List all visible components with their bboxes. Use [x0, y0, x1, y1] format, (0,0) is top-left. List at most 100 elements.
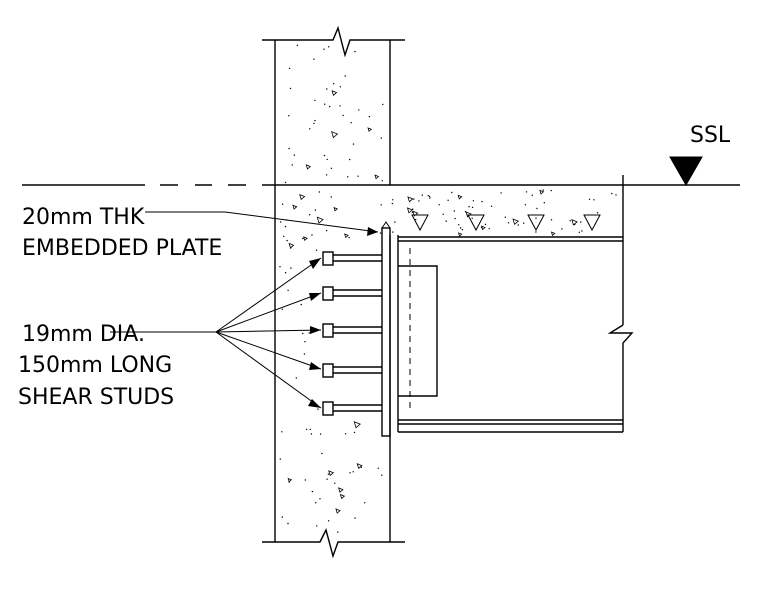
hatch-dot: [324, 103, 326, 105]
level-label: SSL: [690, 123, 731, 148]
hatch-dot: [280, 221, 282, 223]
hatch-dot: [326, 478, 328, 480]
hatch-dot: [288, 115, 290, 117]
hatch-dot: [472, 200, 475, 202]
hatch-dot: [550, 189, 552, 192]
hatch-dot: [596, 212, 599, 214]
aggregate-mark: [333, 206, 338, 212]
level-marker-icon: [669, 156, 703, 187]
hatch-dot: [421, 194, 423, 196]
hatch-dot: [316, 525, 318, 527]
aggregate-mark: [335, 508, 341, 514]
leader-embedded-plate: [145, 211, 379, 236]
hatch-dot: [561, 228, 563, 230]
hatch-dot: [593, 199, 595, 201]
hatch-dot: [309, 428, 311, 431]
hatch-dot: [447, 199, 449, 201]
hatch-dot: [334, 482, 336, 484]
hatch-dot: [353, 431, 356, 434]
hatch-dot: [327, 46, 330, 48]
hatch-dot: [578, 231, 580, 233]
hatch-dot: [535, 231, 537, 233]
leader-shear-studs: [110, 257, 322, 409]
hatch-dot: [468, 206, 470, 208]
hatch-dot: [329, 105, 331, 108]
hatch-dot: [309, 128, 311, 130]
hatch-dot: [358, 109, 360, 111]
hatch-dot: [350, 122, 352, 124]
hatch-dot: [319, 498, 321, 500]
hatch-dot: [304, 341, 306, 343]
aggregate-mark: [303, 236, 308, 241]
slab-aggregate: [411, 214, 601, 232]
hatch-dot: [349, 472, 351, 474]
hatch-dot: [536, 207, 538, 210]
aggregate-mark: [457, 194, 463, 200]
hatch-dot: [504, 216, 506, 218]
shear-studs-label-line1: 19mm DIA.: [22, 322, 145, 347]
aggregate-mark: [353, 421, 361, 429]
hatch-dot: [288, 481, 290, 483]
hatch-dot: [337, 531, 339, 533]
hatch-dot: [281, 516, 283, 518]
hatch-dot: [302, 237, 304, 240]
hatch-dot: [543, 202, 545, 204]
hatch-dot: [458, 224, 460, 226]
hatch-dot: [481, 200, 483, 203]
shear-stud: [322, 251, 382, 266]
hatch-dot: [380, 204, 382, 206]
hatch-dot: [284, 181, 287, 184]
hatch-dot: [325, 229, 328, 232]
hatch-dot: [569, 220, 571, 222]
hatch-dot: [323, 48, 325, 50]
hatch-dot: [308, 332, 310, 334]
hatch-dot: [357, 175, 359, 177]
aggregate-mark: [356, 463, 363, 470]
hatch-dot: [354, 50, 356, 53]
hatch-dot: [339, 86, 341, 88]
aggregate-mark: [550, 231, 556, 237]
hatch-dot: [581, 230, 583, 232]
hatch-dot: [507, 222, 510, 224]
hatch-dot: [284, 272, 287, 274]
hatch-dot: [347, 176, 349, 178]
hatch-dot: [296, 44, 299, 47]
hatch-dot: [313, 122, 315, 125]
aggregate-mark: [331, 90, 338, 96]
hatch-dot: [523, 222, 525, 224]
hatch-dot: [279, 458, 281, 460]
hatch-dot: [428, 195, 431, 198]
hatch-dot: [291, 164, 293, 166]
bottom-break-line: [262, 528, 405, 559]
hatch-dot: [314, 209, 317, 211]
shear-stud: [322, 323, 382, 338]
shear-stud: [322, 286, 382, 301]
hatch-dot: [480, 226, 483, 229]
hatch-dot: [524, 204, 527, 206]
hatch-dot: [308, 214, 311, 216]
aggregate-mark: [539, 189, 545, 195]
hatch-dot: [517, 224, 519, 226]
concrete-slab: [390, 175, 740, 432]
hatch-dot: [311, 234, 313, 236]
aggregate-mark: [407, 196, 414, 203]
aggregate-mark: [367, 127, 373, 132]
hatch-dot: [418, 200, 420, 202]
aggregate-mark: [338, 487, 344, 493]
hatch-dot: [287, 289, 289, 291]
plate-top-tip: [381, 221, 391, 229]
hatch-dot: [326, 158, 328, 161]
hatch-dot: [615, 194, 617, 196]
hatch-dot: [413, 198, 415, 200]
hatch-dot: [349, 158, 351, 161]
aggregate-mark: [512, 218, 520, 225]
hatch-dot: [377, 467, 379, 469]
aggregate-mark: [299, 193, 306, 201]
hatch-dot: [454, 217, 456, 220]
hatch-dot: [302, 332, 304, 335]
hatch-dot: [368, 115, 371, 118]
hatch-dot: [288, 147, 290, 150]
hatch-dot: [293, 154, 296, 156]
hatch-dot: [290, 267, 292, 269]
